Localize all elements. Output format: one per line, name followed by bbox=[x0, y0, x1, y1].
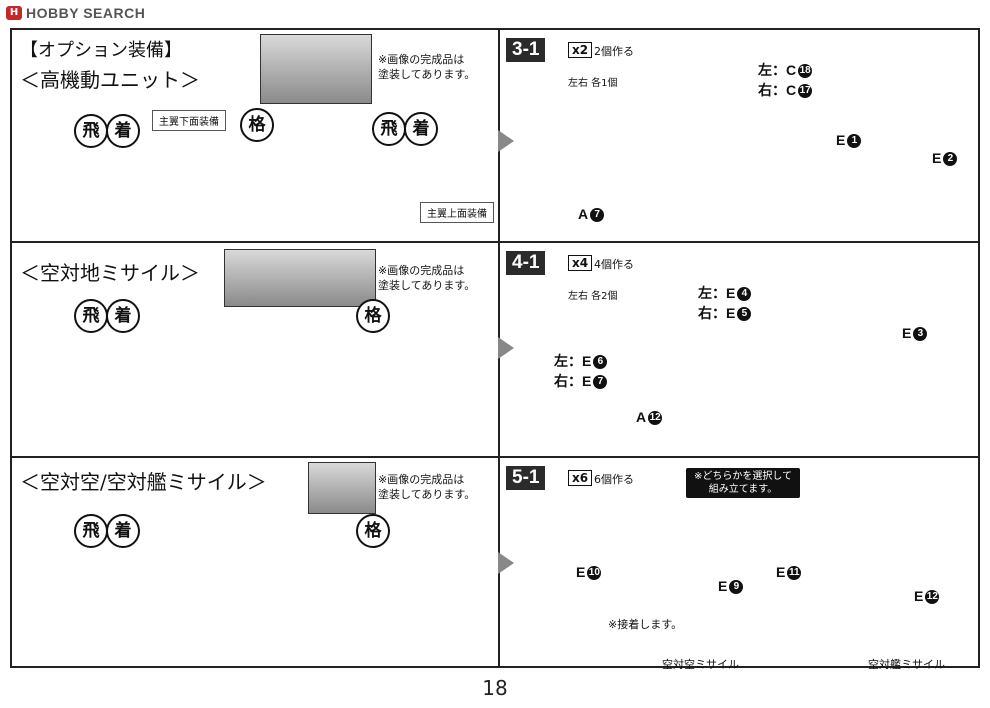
badge-flight: 飛 bbox=[74, 114, 108, 148]
quantity-badge: x2 bbox=[568, 42, 593, 58]
finished-photo bbox=[224, 249, 376, 307]
badge-fight: 格 bbox=[240, 108, 274, 142]
left-right-note: 左右 各2個 bbox=[568, 291, 618, 302]
quantity-text: 2個作る bbox=[594, 45, 634, 58]
brand-name: HOBBY SEARCH bbox=[26, 5, 146, 21]
paint-note: ※画像の完成品は塗装してあります。 bbox=[378, 53, 476, 81]
finished-photo bbox=[260, 34, 372, 104]
flow-arrow-icon bbox=[498, 552, 514, 574]
quantity-text: 4個作る bbox=[594, 258, 634, 271]
section-air-to-ground: ＜空対地ミサイル＞ ※画像の完成品は塗装してあります。 飛 着 格 bbox=[12, 243, 978, 458]
air-to-air-missile-label: 空対空ミサイル bbox=[662, 658, 739, 671]
hobby-search-logo: H bbox=[6, 6, 22, 20]
site-header: H HOBBY SEARCH bbox=[6, 4, 145, 22]
option-title: ＜高機動ユニット＞ bbox=[20, 68, 200, 92]
option-title: ＜空対空/空対艦ミサイル＞ bbox=[20, 470, 267, 494]
option-title: ＜空対地ミサイル＞ bbox=[20, 261, 200, 285]
badge-fight: 格 bbox=[356, 514, 390, 548]
page-number: 18 bbox=[482, 676, 508, 700]
anti-ship-missile-label: 空対艦ミサイル bbox=[868, 658, 945, 671]
flow-arrow-icon bbox=[498, 337, 514, 359]
badge-landing: 着 bbox=[404, 112, 438, 146]
badge-landing: 着 bbox=[106, 114, 140, 148]
paint-note: ※画像の完成品は塗装してあります。 bbox=[378, 473, 476, 501]
left-right-note: 左右 各1個 bbox=[568, 78, 618, 89]
instruction-page: 【オプション装備】 ＜高機動ユニット＞ ※画像の完成品は塗装してあります。 飛 … bbox=[10, 28, 980, 671]
glue-note: ※接着します。 bbox=[608, 618, 683, 631]
badge-flight: 飛 bbox=[74, 514, 108, 548]
flow-arrow-icon bbox=[498, 130, 514, 152]
step-number: 5-1 bbox=[506, 466, 546, 490]
step-5-1: 5-1 x6 6個作る ※どちらかを選択して組み立てます。 E10 E9 E11… bbox=[498, 458, 978, 671]
badge-flight: 飛 bbox=[74, 299, 108, 333]
quantity-badge: x6 bbox=[568, 470, 593, 486]
section-air-to-air-ship: ＜空対空/空対艦ミサイル＞ ※画像の完成品は塗装してあります。 飛 着 格 bbox=[12, 458, 978, 666]
badge-landing: 着 bbox=[106, 514, 140, 548]
step-number: 4-1 bbox=[506, 251, 546, 275]
badge-landing: 着 bbox=[106, 299, 140, 333]
section-high-mobility: 【オプション装備】 ＜高機動ユニット＞ ※画像の完成品は塗装してあります。 飛 … bbox=[12, 30, 978, 243]
quantity-text: 6個作る bbox=[594, 473, 634, 486]
paint-note: ※画像の完成品は塗装してあります。 bbox=[378, 264, 476, 292]
step-number: 3-1 bbox=[506, 38, 546, 62]
badge-fight: 格 bbox=[356, 299, 390, 333]
badge-flight: 飛 bbox=[372, 112, 406, 146]
option-category: 【オプション装備】 bbox=[20, 40, 182, 61]
underwing-note: 主翼下面装備 bbox=[152, 110, 226, 131]
quantity-badge: x4 bbox=[568, 255, 593, 271]
finished-photo bbox=[308, 462, 376, 514]
